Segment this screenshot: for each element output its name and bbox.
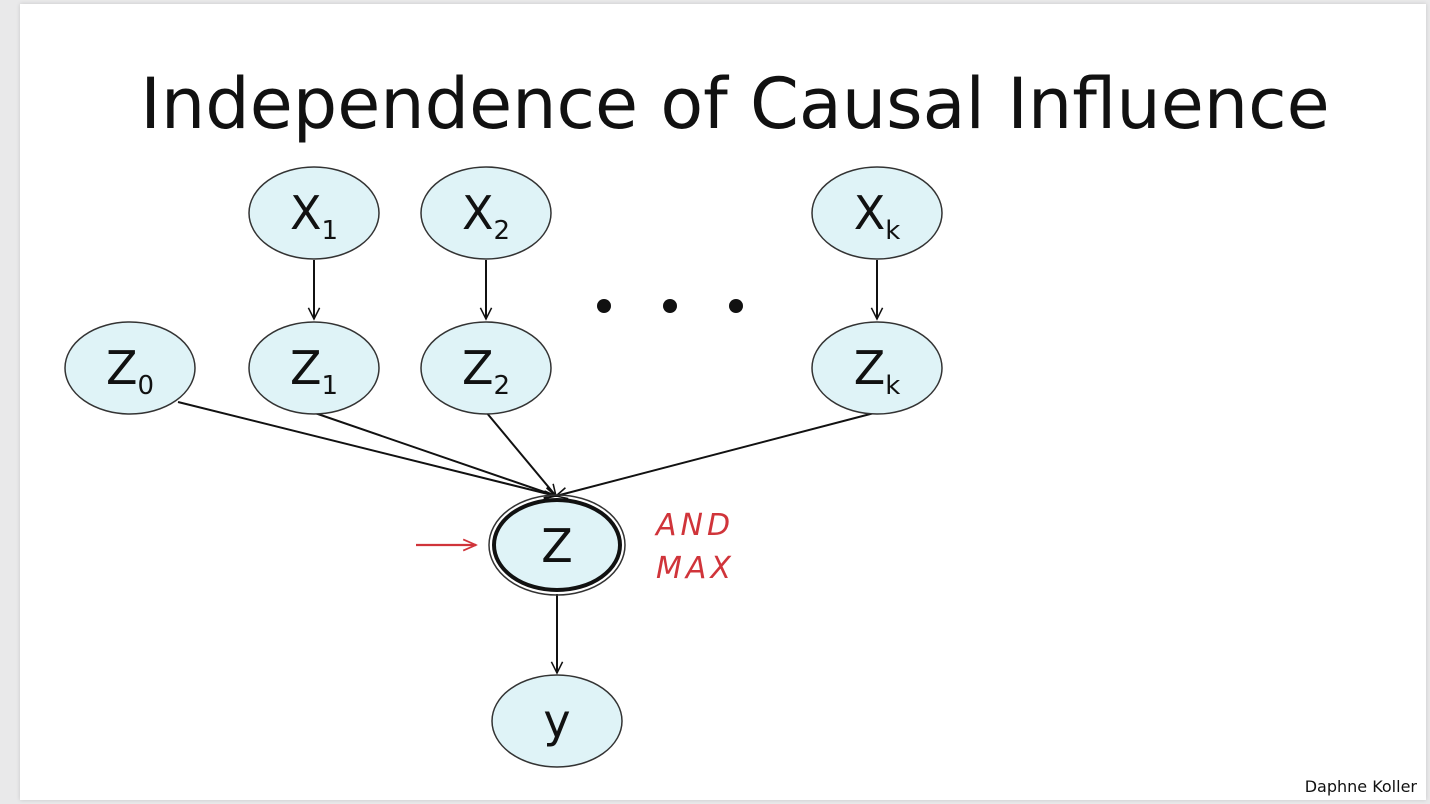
node-x1-label: X <box>290 186 322 240</box>
slide <box>20 4 1426 800</box>
node-xk-subscript: k <box>885 216 900 246</box>
svg-text:X2: X2 <box>462 186 510 246</box>
node-zk-subscript: k <box>885 371 900 401</box>
node-z-label: Z <box>541 519 573 573</box>
node-x1-subscript: 1 <box>321 216 338 246</box>
node-x2: X2 <box>420 166 552 260</box>
annotation: AND MAX <box>416 508 735 586</box>
node-zk-label: Z <box>854 341 886 395</box>
edges <box>177 260 879 673</box>
annotation-and: AND <box>654 508 734 543</box>
node-z: Z <box>488 494 626 596</box>
node-z2: Z2 <box>420 321 552 415</box>
node-y-label: y <box>543 694 570 748</box>
svg-text:Xk: Xk <box>854 186 901 246</box>
node-z0-label: Z <box>106 341 138 395</box>
node-z0: Z0 <box>64 321 196 415</box>
edge-z1-z <box>311 411 556 496</box>
ellipsis-dot <box>663 299 677 313</box>
node-z1: Z1 <box>248 321 380 415</box>
slide-title: Independence of Causal Influence <box>140 63 1329 145</box>
node-y: y <box>491 674 623 768</box>
author-credit: Daphne Koller <box>1305 777 1418 796</box>
node-xk-label: X <box>854 186 886 240</box>
node-x2-subscript: 2 <box>493 216 510 246</box>
edge-z2-z <box>485 411 556 496</box>
ellipsis-dot <box>597 299 611 313</box>
node-z2-label: Z <box>462 341 494 395</box>
svg-text:Z2: Z2 <box>462 341 510 401</box>
node-z1-subscript: 1 <box>321 371 338 401</box>
svg-text:X1: X1 <box>290 186 338 246</box>
node-x1: X1 <box>248 166 380 260</box>
edge-z0-z <box>177 401 556 496</box>
ellipsis-dots <box>597 299 743 313</box>
node-zk: Zk <box>811 321 943 415</box>
svg-text:Z1: Z1 <box>290 341 338 401</box>
node-x2-label: X <box>462 186 494 240</box>
node-xk: Xk <box>811 166 943 260</box>
annotation-max: MAX <box>656 551 735 586</box>
node-z2-subscript: 2 <box>493 371 510 401</box>
edge-zk-z <box>556 411 879 496</box>
node-z1-label: Z <box>290 341 322 395</box>
node-z0-subscript: 0 <box>137 371 154 401</box>
svg-text:Z0: Z0 <box>106 341 154 401</box>
svg-text:Zk: Zk <box>854 341 901 401</box>
ellipsis-dot <box>729 299 743 313</box>
